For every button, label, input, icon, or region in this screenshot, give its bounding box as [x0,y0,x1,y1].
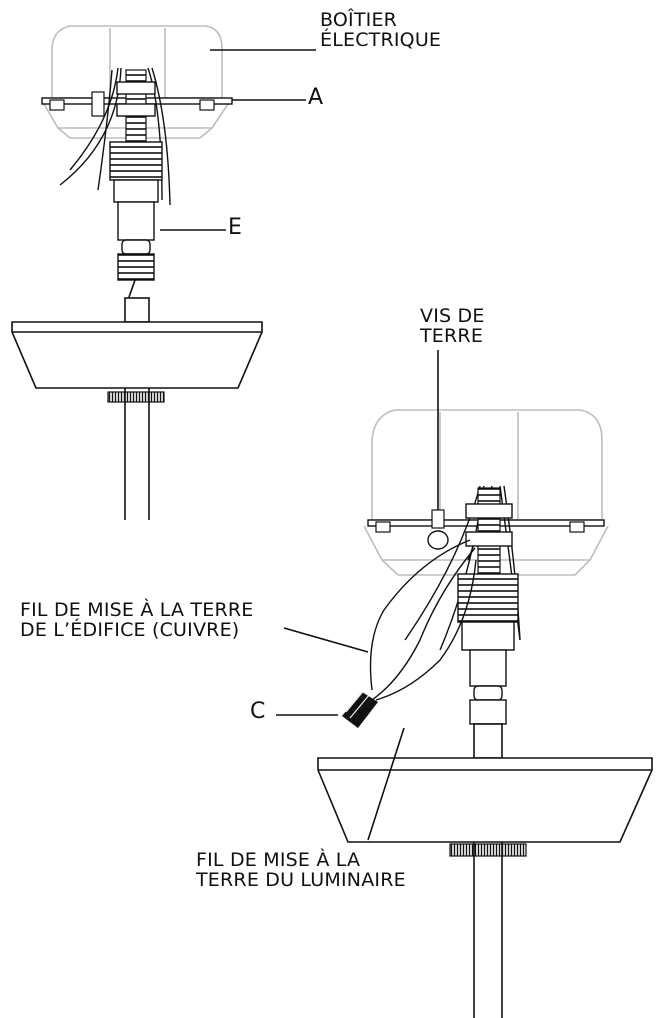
hex-top [113,179,159,203]
label-a: A [308,85,324,110]
bottom-assembly [317,350,653,1018]
down-rod-top [124,388,150,520]
label-electrical-box-line2: ÉLECTRIQUE [320,29,442,51]
label-ground-screw-line1: VIS DE [420,305,485,327]
label-fixture-ground-wire: FIL DE MISE À LA TERRE DU LUMINAIRE [196,850,406,890]
adapter-e [117,201,155,241]
label-fixture-ground-wire-line2: TERRE DU LUMINAIRE [196,869,406,891]
label-ground-screw-line2: TERRE [420,325,484,347]
ground-wire-bundle [369,539,477,701]
nut-bottom-2 [465,531,513,547]
knurled-collar-bottom [449,843,527,857]
coupling-bottom [457,573,519,623]
wire-connector-c [342,687,378,728]
label-electrical-box: BOÎTIER ÉLECTRIQUE [320,10,441,50]
top-assembly [11,25,263,520]
knurled-collar-top [107,391,165,403]
canopy-top [11,297,263,389]
label-building-ground-wire-line2: DE L’ÉDIFICE (CUIVRE) [20,619,240,641]
label-e: E [228,215,243,240]
leader-lines [160,49,405,841]
label-fixture-ground-wire-line1: FIL DE MISE À LA [196,849,361,871]
down-rod-bottom [473,842,503,1018]
coupling-top [109,141,163,181]
label-electrical-box-line1: BOÎTIER [320,9,398,31]
nut-top-2 [116,103,156,117]
label-building-ground-wire: FIL DE MISE À LA TERRE DE L’ÉDIFICE (CUI… [20,600,253,640]
hex-bottom [461,621,515,651]
nut-top-1 [116,81,156,95]
threaded-nipple-top [117,253,155,281]
canopy-bottom [317,723,653,843]
wires-top [59,67,171,206]
nut-bottom-1 [465,503,513,519]
label-ground-screw: VIS DE TERRE [420,306,485,346]
ground-screw [427,350,449,550]
threaded-stem-bottom [477,487,501,575]
label-c: C [250,699,266,724]
label-building-ground-wire-line1: FIL DE MISE À LA TERRE [20,599,254,621]
